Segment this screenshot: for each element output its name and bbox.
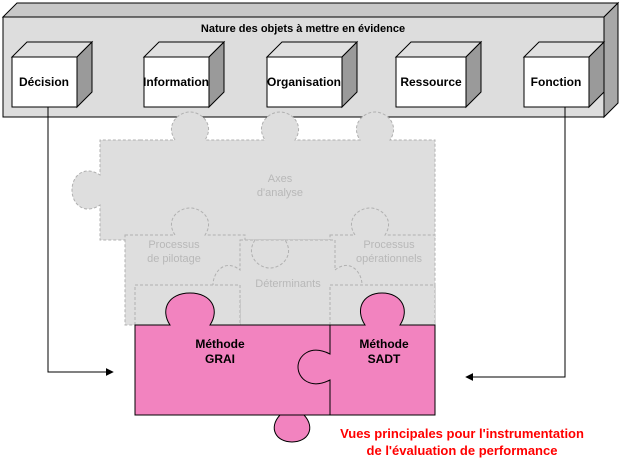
label-pilotage-line1: Processus (148, 239, 200, 251)
object-label-decision: Décision (19, 75, 69, 89)
label-axes-line2: d'analyse (257, 187, 303, 199)
object-box-ressource: Ressource (394, 40, 483, 109)
label-sadt-line2: SADT (368, 352, 401, 366)
puzzle-piece-axes-knob (250, 239, 290, 269)
arrow-decision-to-grai (47, 107, 114, 376)
label-pilotage-line2: de pilotage (147, 253, 201, 265)
label-sadt-line1: Méthode (359, 337, 409, 351)
object-box-organisation: Organisation (265, 40, 359, 109)
pink-puzzle (134, 292, 436, 443)
label-grai-line2: GRAI (205, 352, 235, 366)
caption-line1: Vues principales pour l'instrumentation (340, 426, 584, 441)
label-operationnels-line2: opérationnels (356, 253, 423, 265)
label-determinants: Déterminants (255, 278, 321, 290)
puzzle-piece-sadt (297, 292, 436, 416)
object-box-decision: Décision (10, 40, 94, 109)
object-label-ressource: Ressource (400, 75, 462, 89)
puzzle-piece-grai-bottom-knob (273, 414, 311, 443)
object-label-fonction: Fonction (531, 75, 582, 89)
header-title: Nature des objets à mettre en évidence (201, 23, 405, 35)
arrow-fonction-to-sadt (465, 107, 566, 381)
object-box-fonction: Fonction (522, 40, 606, 109)
label-axes-line1: Axes (268, 173, 293, 185)
label-operationnels-line1: Processus (363, 239, 415, 251)
caption-line2: de l'évaluation de performance (367, 443, 558, 458)
label-grai-line1: Méthode (195, 337, 245, 351)
object-label-organisation: Organisation (267, 75, 341, 89)
object-label-information: Information (143, 75, 209, 89)
puzzle-piece-axes (71, 111, 436, 241)
object-box-information: Information (142, 40, 226, 109)
